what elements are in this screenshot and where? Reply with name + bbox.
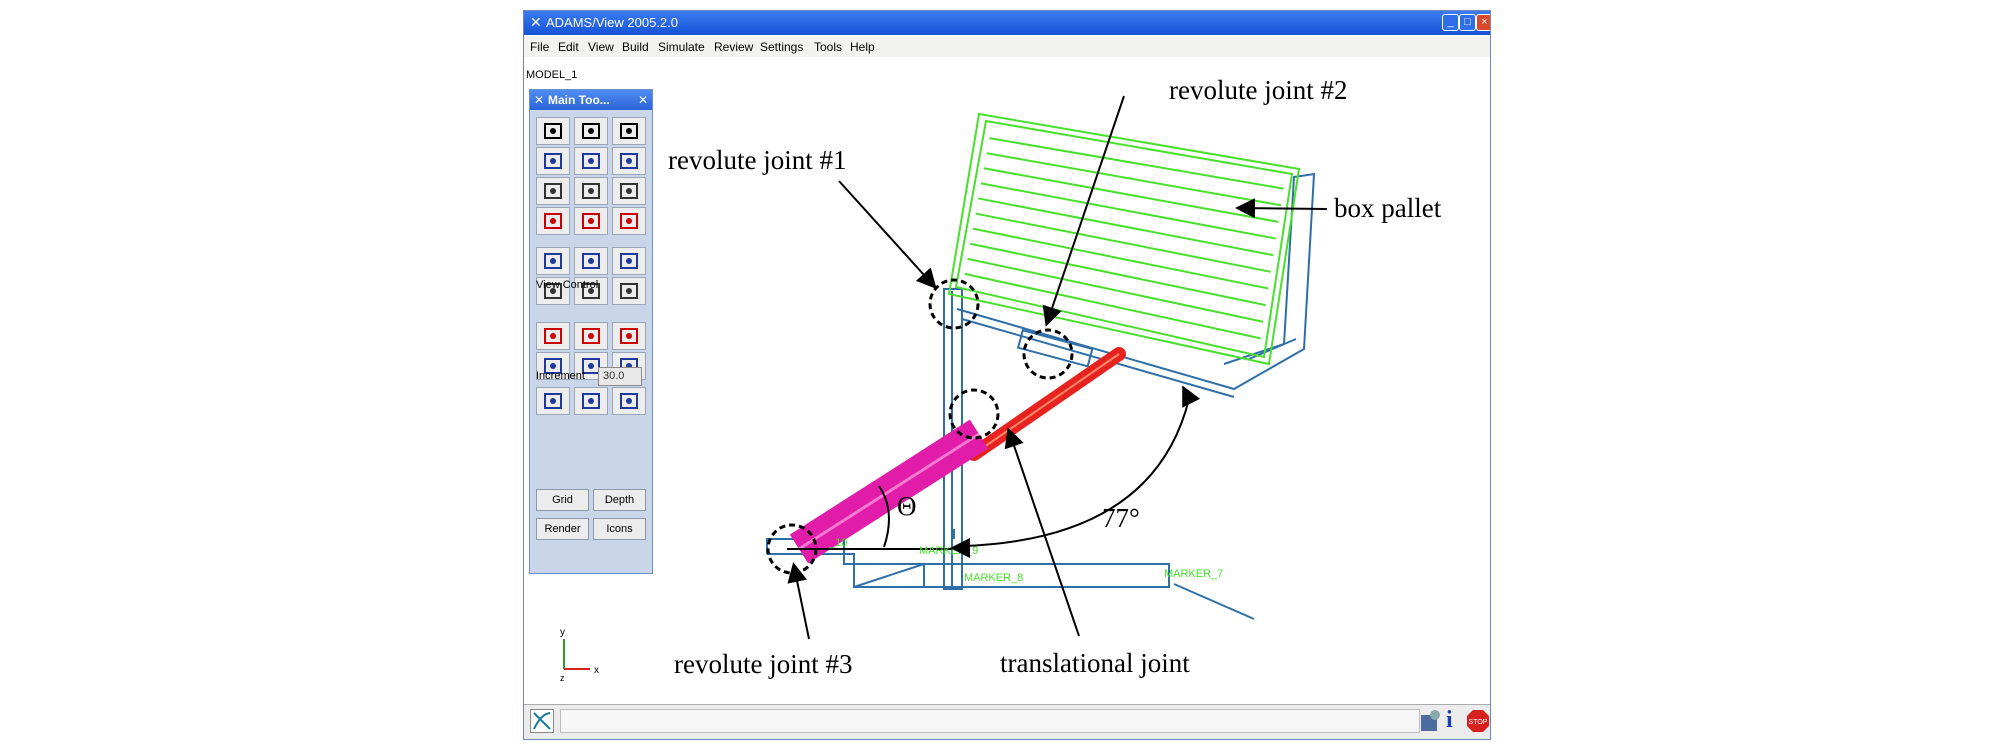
menu-simulate[interactable]: Simulate	[658, 40, 705, 54]
joint-icon[interactable]	[536, 147, 570, 175]
axis-triad: y x z	[560, 627, 599, 683]
render-box-icon[interactable]	[574, 387, 608, 415]
app-window: ✕ ADAMS/View 2005.2.0 _ □ × File Edit Vi…	[523, 10, 1491, 740]
rotate-icon[interactable]	[536, 277, 570, 305]
support-frame	[766, 172, 1316, 620]
zoom-fit-icon[interactable]	[536, 247, 570, 275]
render-wire-icon[interactable]	[536, 387, 570, 415]
menu-view[interactable]: View	[588, 40, 614, 54]
view-iso-icon[interactable]	[536, 352, 570, 380]
zoom-region-icon[interactable]	[574, 247, 608, 275]
label-theta: Θ	[897, 491, 917, 521]
pallet-slat	[989, 137, 1284, 190]
menu-help[interactable]: Help	[850, 40, 875, 54]
label-revolute-joint-1: revolute joint #1	[668, 145, 847, 175]
annotation-arrows	[787, 95, 1328, 640]
label-box-pallet: box pallet	[1334, 193, 1442, 223]
label-revolute-joint-3: revolute joint #3	[674, 649, 853, 679]
revolute-joint-3-marker	[766, 523, 818, 575]
increment-input[interactable]: 30.0	[598, 367, 642, 386]
label-translational-joint: translational joint	[1000, 648, 1190, 678]
view-front-icon[interactable]	[536, 322, 570, 350]
view-control-label: View Control	[536, 279, 599, 291]
motion-icon[interactable]	[536, 177, 570, 205]
slice-icon[interactable]	[536, 207, 570, 235]
title-bar: ✕ ADAMS/View 2005.2.0 _ □ ×	[524, 11, 1490, 35]
menu-build[interactable]: Build	[622, 40, 649, 54]
grid-button[interactable]: Grid	[536, 489, 589, 511]
icons-button[interactable]: Icons	[593, 518, 646, 540]
connector-icon[interactable]	[612, 177, 646, 205]
calculator-icon[interactable]	[612, 147, 646, 175]
toolbox-title: Main Too...	[548, 93, 610, 107]
menu-bar: File Edit View Build Simulate Review Set…	[524, 37, 1490, 57]
view-side-icon[interactable]	[612, 322, 646, 350]
close-button[interactable]: ×	[1476, 14, 1490, 31]
zoom-pen-icon[interactable]	[612, 247, 646, 275]
menu-tools[interactable]: Tools	[814, 40, 843, 54]
stop-icon[interactable]: STOP	[1466, 709, 1490, 733]
magnifier-icon[interactable]	[612, 277, 646, 305]
adams-logo-icon[interactable]	[530, 709, 554, 733]
pallet-slat	[983, 167, 1279, 223]
model-name-label: MODEL_1	[526, 69, 578, 81]
render-button[interactable]: Render	[536, 518, 589, 540]
menu-review[interactable]: Review	[714, 40, 754, 54]
svg-text:x: x	[594, 665, 599, 676]
measure-icon[interactable]	[574, 177, 608, 205]
svg-text:z: z	[560, 673, 565, 683]
model-viewport[interactable]: _10 MARKER_9 MARKER_8 MARKER_7 y x z	[524, 59, 1490, 707]
part-icon[interactable]	[574, 147, 608, 175]
box-pallet-model	[947, 112, 1301, 366]
pallet-slat	[967, 257, 1264, 323]
depth-button[interactable]: Depth	[593, 489, 646, 511]
label-angle-77: 77°	[1102, 503, 1140, 533]
status-message-field	[560, 709, 1420, 733]
toolbox-title-bar[interactable]: ✕ Main Too... ✕	[530, 90, 652, 110]
render-fill-icon[interactable]	[612, 387, 646, 415]
toolbox-app-icon: ✕	[534, 93, 545, 107]
translate-icon[interactable]	[574, 277, 608, 305]
revolute-joint-2-marker	[1022, 328, 1074, 380]
svg-text:y: y	[560, 627, 565, 638]
plot-icon[interactable]	[612, 207, 646, 235]
tools-icon[interactable]	[1419, 709, 1443, 733]
geometry-compass-icon[interactable]	[612, 117, 646, 145]
increment-label: Increment	[536, 370, 585, 382]
marker-label-8: MARKER_8	[964, 572, 1023, 584]
toolbox-close-icon[interactable]: ✕	[637, 93, 648, 107]
pallet-slat	[972, 227, 1269, 290]
label-revolute-joint-2: revolute joint #2	[1169, 75, 1348, 105]
marker-label-10: _10	[828, 537, 847, 549]
translational-joint-marker	[948, 388, 1000, 440]
pallet-slat	[975, 212, 1271, 273]
pallet-slat	[980, 182, 1277, 240]
revolute-joint-1-marker	[928, 278, 980, 330]
view-axes-xy-icon[interactable]	[574, 352, 608, 380]
svg-text:STOP: STOP	[1469, 719, 1488, 726]
minimize-button[interactable]: _	[1442, 14, 1459, 31]
menu-settings[interactable]: Settings	[760, 40, 804, 54]
menu-file[interactable]: File	[530, 40, 550, 54]
select-arrow-icon[interactable]	[536, 117, 570, 145]
marker-label-7: MARKER_7	[1164, 568, 1223, 580]
view-top-icon[interactable]	[574, 322, 608, 350]
pallet-slat	[986, 152, 1282, 207]
maximize-button[interactable]: □	[1459, 14, 1476, 31]
spring-icon[interactable]	[574, 207, 608, 235]
pallet-slat	[969, 242, 1266, 307]
adams-app-icon: ✕	[530, 14, 542, 30]
window-title: ADAMS/View 2005.2.0	[546, 15, 678, 30]
info-icon[interactable]: i	[1446, 707, 1453, 733]
main-toolbox: ✕ Main Too... ✕ View Control Increment 3…	[529, 89, 653, 574]
pallet-slat	[964, 272, 1261, 340]
marker-axes-icon[interactable]	[574, 117, 608, 145]
status-bar: i STOP	[524, 704, 1490, 739]
pallet-slat	[978, 197, 1274, 257]
menu-edit[interactable]: Edit	[558, 40, 579, 54]
